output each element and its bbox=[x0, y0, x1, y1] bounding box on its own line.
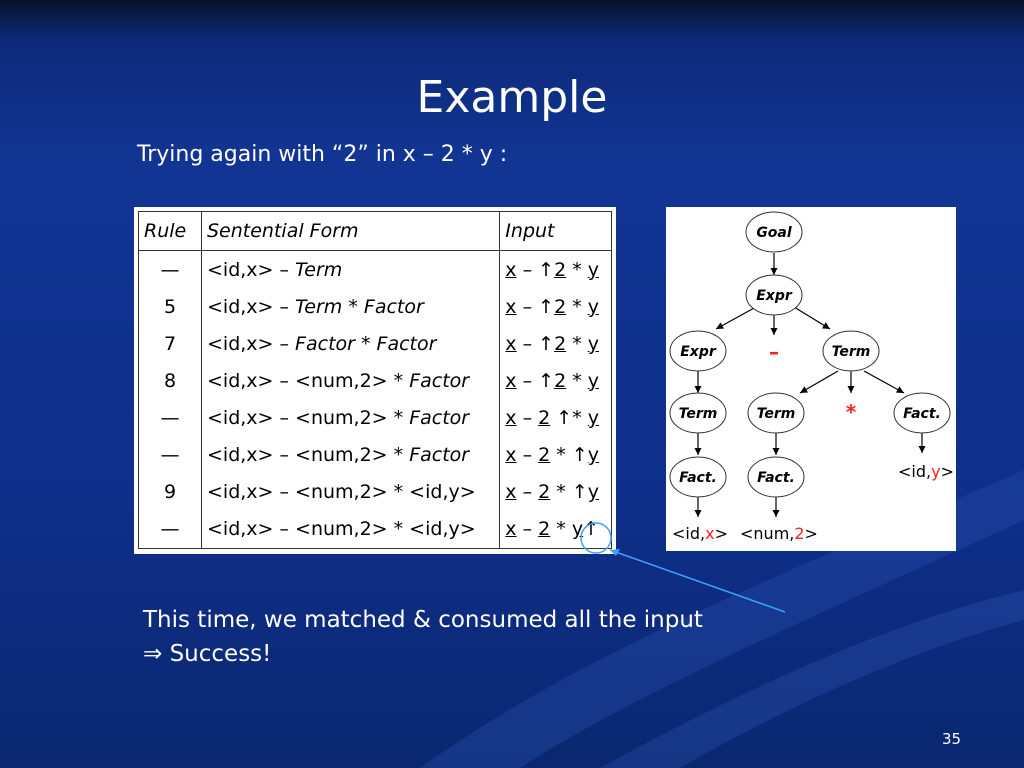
form-plain: <id,x> – <num,2> * bbox=[207, 444, 410, 467]
parse-tree: Goal Expr Expr Term Term Term Fact. Fact… bbox=[669, 211, 954, 543]
form-plain: <id,x> – bbox=[207, 295, 296, 318]
rule-cell: 8 bbox=[138, 362, 202, 400]
form-plain: <id,x> – <num,2> * <id,y> bbox=[207, 518, 476, 541]
node-term-left-label: Term bbox=[679, 406, 718, 422]
derivation-table-panel: Rule Sentential Form Input —<id,x> – Ter… bbox=[134, 207, 616, 554]
form-plain: <id,x> – bbox=[207, 258, 296, 281]
input-cell: x – ↑2 * y bbox=[499, 288, 612, 326]
form-nonterminal: Factor bbox=[409, 444, 470, 467]
form-plain: <id,x> – <num,2> * bbox=[207, 369, 410, 392]
form-nonterminal: Term bbox=[295, 258, 343, 281]
form-plain: <id,x> – bbox=[207, 332, 296, 355]
derivation-table: Rule Sentential Form Input —<id,x> – Ter… bbox=[138, 211, 612, 549]
input-cell: x – ↑2 * y bbox=[499, 250, 612, 289]
table-row: —<id,x> – <num,2> * <id,y> x – 2 * y↑ bbox=[138, 510, 612, 549]
sentential-form-cell: <id,x> – <num,2> * Factor bbox=[200, 362, 501, 400]
sentential-form-cell: <id,x> – <num,2> * Factor bbox=[200, 399, 501, 437]
rule-cell: — bbox=[138, 510, 202, 549]
node-fact-mid bbox=[747, 456, 805, 498]
form-nonterminal: Factor bbox=[409, 407, 470, 429]
leaf-id-y: <id,y> bbox=[898, 462, 954, 481]
node-term-mid-label: Term bbox=[757, 406, 796, 422]
callout-line-2: ⇒ Success! bbox=[143, 641, 272, 667]
form-nonterminal: Factor bbox=[409, 369, 470, 392]
node-expr-left bbox=[669, 330, 727, 372]
input-cell: x – 2 * ↑y bbox=[499, 436, 612, 474]
slide-subtitle: Trying again with “2” in x – 2 * y : bbox=[137, 142, 508, 167]
header-input: Input bbox=[499, 211, 612, 251]
node-term-right-label: Term bbox=[832, 344, 871, 360]
input-cell: x – 2 ↑* y bbox=[499, 399, 612, 437]
terminal-star: * bbox=[846, 400, 857, 424]
sentential-form-cell: <id,x> – <num,2> * <id,y> bbox=[200, 510, 501, 549]
tree-edges bbox=[694, 253, 926, 517]
node-term-right bbox=[822, 330, 880, 372]
node-goal bbox=[745, 211, 803, 253]
node-fact-right-label: Fact. bbox=[903, 406, 941, 422]
sentential-form-cell: <id,x> – Term * Factor bbox=[200, 288, 501, 326]
sentential-form-cell: <id,x> – Factor * Factor bbox=[200, 325, 501, 363]
rule-cell: 5 bbox=[138, 288, 202, 326]
header-rule: Rule bbox=[138, 211, 202, 251]
table-header-row: Rule Sentential Form Input bbox=[138, 211, 612, 251]
form-nonterminal: Factor * Factor bbox=[295, 332, 437, 355]
slide-title: Example bbox=[416, 72, 608, 123]
rule-cell: 7 bbox=[138, 325, 202, 363]
input-cell: x – ↑2 * y bbox=[499, 325, 612, 363]
sentential-form-cell: <id,x> – <num,2> * <id,y> bbox=[200, 473, 501, 511]
header-sentential-form: Sentential Form bbox=[200, 211, 501, 251]
node-fact-left bbox=[669, 456, 727, 498]
node-goal-label: Goal bbox=[756, 225, 792, 241]
rule-cell: — bbox=[138, 250, 202, 289]
parse-tree-panel: Goal Expr Expr Term Term Term Fact. Fact… bbox=[666, 207, 956, 551]
node-expr-left-label: Expr bbox=[680, 344, 717, 360]
node-expr-top-label: Expr bbox=[756, 288, 793, 304]
rule-cell: — bbox=[138, 399, 202, 437]
form-nonterminal: Term * Factor bbox=[295, 295, 424, 318]
node-fact-right bbox=[893, 392, 951, 434]
input-cell: x – 2 * ↑y bbox=[499, 473, 612, 511]
form-plain: <id,x> – <num,2> * bbox=[207, 407, 410, 429]
input-cell: x – ↑2 * y bbox=[499, 362, 612, 400]
node-fact-mid-label: Fact. bbox=[757, 470, 795, 486]
input-cell: x – 2 * y↑ bbox=[499, 510, 612, 549]
form-plain: <id,x> – <num,2> * <id,y> bbox=[207, 481, 476, 504]
sentential-form-cell: <id,x> – <num,2> * Factor bbox=[200, 436, 501, 474]
node-term-left bbox=[669, 392, 727, 434]
node-expr-top bbox=[745, 274, 803, 316]
terminal-minus: – bbox=[769, 340, 779, 364]
rule-cell: — bbox=[138, 436, 202, 474]
leaf-id-x: <id,x> bbox=[672, 524, 728, 543]
sentential-form-cell: <id,x> – Term bbox=[200, 250, 501, 289]
page-number: 35 bbox=[942, 730, 962, 748]
node-term-mid bbox=[747, 392, 805, 434]
callout-text: This time, we matched & consumed all the… bbox=[143, 603, 703, 671]
table-row: 9<id,x> – <num,2> * <id,y> x – 2 * ↑y bbox=[138, 473, 612, 511]
leaf-num-2: <num,2> bbox=[740, 524, 818, 543]
callout-line-1: This time, we matched & consumed all the… bbox=[143, 607, 703, 633]
rule-cell: 9 bbox=[138, 473, 202, 511]
node-fact-left-label: Fact. bbox=[679, 470, 717, 486]
